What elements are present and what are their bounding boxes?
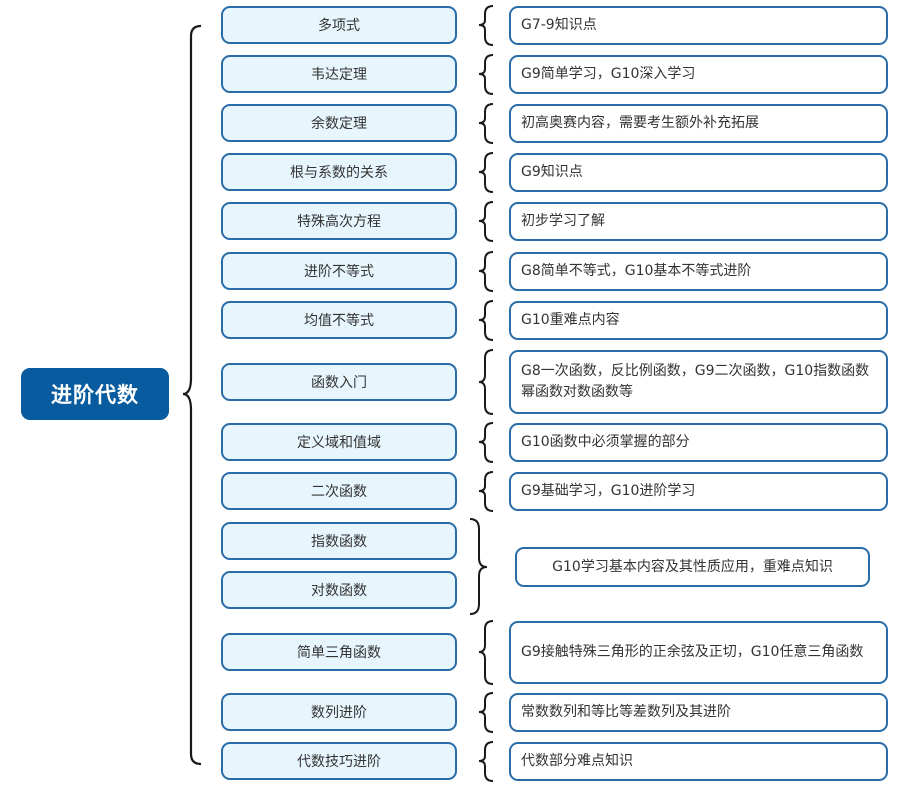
note-node-vieta-theorem[interactable]: G9简单学习，G10深入学习	[509, 55, 888, 94]
note-text: 初步学习了解	[521, 213, 605, 229]
topic-node-polynomial[interactable]: 多项式	[221, 6, 457, 44]
note-text: G9简单学习，G10深入学习	[521, 66, 696, 82]
note-node-algebra-techniques[interactable]: 代数部分难点知识	[509, 742, 888, 781]
note-text: G10函数中必须掌握的部分	[521, 434, 690, 450]
note-node-special-higher-equations[interactable]: 初步学习了解	[509, 202, 888, 241]
note-text: G9知识点	[521, 164, 583, 180]
note-text: G10重难点内容	[521, 312, 620, 328]
topic-node-basic-trigonometry[interactable]: 简单三角函数	[221, 633, 457, 671]
note-text: 初高奥赛内容，需要考生额外补充拓展	[521, 115, 759, 131]
note-node-exp-log-shared[interactable]: G10学习基本内容及其性质应用，重难点知识	[515, 547, 870, 587]
note-node-quadratic-function[interactable]: G9基础学习，G10进阶学习	[509, 472, 888, 511]
note-text: 代数部分难点知识	[521, 753, 633, 769]
note-node-polynomial[interactable]: G7-9知识点	[509, 6, 888, 45]
note-text: G9基础学习，G10进阶学习	[521, 483, 696, 499]
topic-node-logarithmic-function[interactable]: 对数函数	[221, 571, 457, 609]
note-node-domain-range[interactable]: G10函数中必须掌握的部分	[509, 423, 888, 462]
root-node[interactable]: 进阶代数	[21, 368, 169, 420]
topic-node-exponential-function[interactable]: 指数函数	[221, 522, 457, 560]
note-text: G7-9知识点	[521, 17, 597, 33]
note-braces	[469, 5, 494, 782]
note-node-advanced-sequences[interactable]: 常数数列和等比等差数列及其进阶	[509, 693, 888, 732]
topic-node-advanced-sequences[interactable]: 数列进阶	[221, 693, 457, 731]
note-node-intro-functions[interactable]: G8一次函数，反比例函数，G9二次函数，G10指数函数幂函数对数函数等	[509, 350, 888, 414]
topic-node-remainder-theorem[interactable]: 余数定理	[221, 104, 457, 142]
topic-node-roots-coefficients[interactable]: 根与系数的关系	[221, 153, 457, 191]
topic-node-quadratic-function[interactable]: 二次函数	[221, 472, 457, 510]
note-text: G8简单不等式，G10基本不等式进阶	[521, 263, 752, 279]
topic-node-special-higher-equations[interactable]: 特殊高次方程	[221, 202, 457, 240]
topic-node-intro-functions[interactable]: 函数入门	[221, 363, 457, 401]
note-node-mean-inequality[interactable]: G10重难点内容	[509, 301, 888, 340]
topic-node-vieta-theorem[interactable]: 韦达定理	[221, 55, 457, 93]
root-brace	[182, 24, 202, 766]
topic-node-advanced-inequalities[interactable]: 进阶不等式	[221, 252, 457, 290]
note-text: G9接触特殊三角形的正余弦及正切，G10任意三角函数	[521, 644, 864, 660]
note-node-basic-trigonometry[interactable]: G9接触特殊三角形的正余弦及正切，G10任意三角函数	[509, 621, 888, 684]
note-node-roots-coefficients[interactable]: G9知识点	[509, 153, 888, 192]
topic-node-mean-inequality[interactable]: 均值不等式	[221, 301, 457, 339]
note-node-remainder-theorem[interactable]: 初高奥赛内容，需要考生额外补充拓展	[509, 104, 888, 143]
topic-node-domain-range[interactable]: 定义域和值域	[221, 423, 457, 461]
note-text: G8一次函数，反比例函数，G9二次函数，G10指数函数幂函数对数函数等	[521, 363, 870, 400]
note-text: G10学习基本内容及其性质应用，重难点知识	[552, 558, 833, 575]
topic-node-algebra-techniques[interactable]: 代数技巧进阶	[221, 742, 457, 780]
note-node-advanced-inequalities[interactable]: G8简单不等式，G10基本不等式进阶	[509, 252, 888, 291]
note-text: 常数数列和等比等差数列及其进阶	[521, 704, 731, 720]
